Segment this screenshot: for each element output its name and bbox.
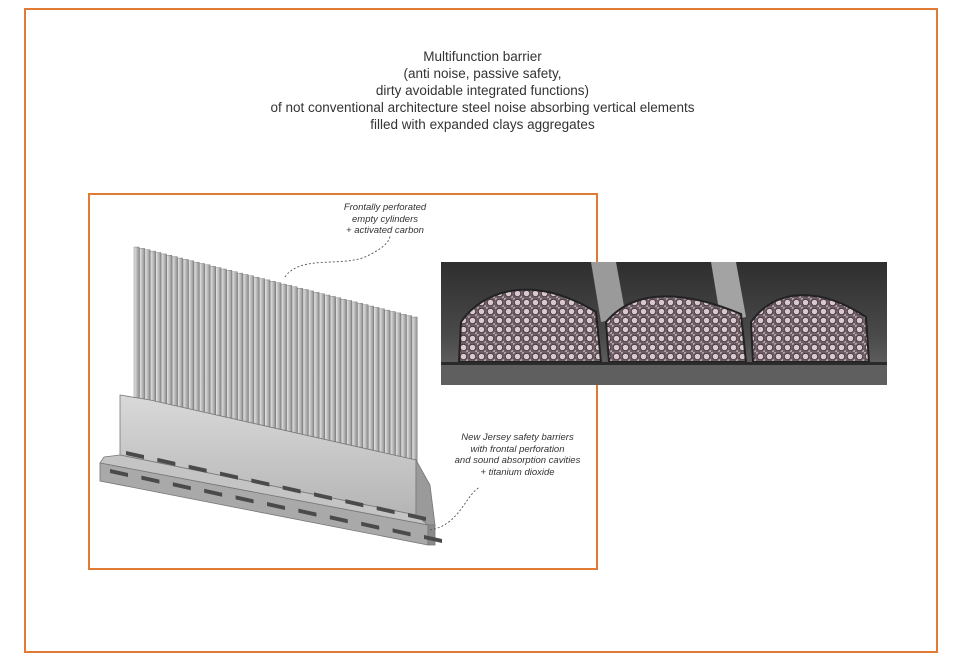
cylinder-tube	[357, 303, 363, 456]
cylinder-tube	[161, 253, 167, 412]
base-slot	[204, 488, 223, 497]
cylinder-tube	[324, 294, 331, 448]
title-line-2: (anti noise, passive safety,	[403, 66, 562, 81]
outer-frame	[24, 8, 938, 653]
base-slot	[188, 464, 207, 473]
cylinder-tube	[297, 287, 303, 442]
cylinder-tube	[204, 264, 211, 422]
cylinder-tube	[270, 281, 276, 436]
cylinder-tube	[384, 309, 391, 462]
cylinder-tube	[226, 270, 233, 426]
cylinder-tube	[275, 282, 282, 437]
base-slot	[424, 535, 442, 543]
cylinder-tube	[139, 248, 145, 407]
cylinder-tube	[242, 274, 249, 430]
cylinder-tube	[264, 279, 271, 435]
cross-section-photo	[441, 262, 887, 385]
cylinder-tube	[166, 255, 173, 413]
cylinder-tube	[395, 312, 402, 464]
base-slot	[329, 515, 348, 524]
cylinder-tube	[182, 259, 189, 417]
annotation-cylinders: Frontally perforated empty cylinders + a…	[325, 202, 445, 237]
cylinder-tube	[155, 252, 162, 411]
cylinder-tube	[286, 285, 293, 440]
cylinder-tube	[237, 272, 244, 429]
annotation-jersey-line: + titanium dioxide	[480, 466, 555, 478]
cylinder-tube	[373, 307, 380, 459]
base-slot	[408, 513, 426, 521]
cylinder-tube	[340, 298, 347, 452]
cylinder-panel	[133, 246, 418, 468]
title-line-4: of not conventional architecture steel n…	[270, 100, 695, 115]
cylinder-tube	[133, 246, 140, 406]
cylinder-tube	[144, 249, 151, 408]
base-slot	[126, 451, 144, 459]
base-slot	[345, 499, 364, 508]
base-slot	[220, 471, 238, 480]
cylinder-tube	[368, 305, 374, 458]
title-line-3: dirty avoidable integrated functions)	[375, 83, 590, 98]
cylinder-tube	[193, 261, 200, 419]
annotation-jersey-line: New Jersey safety barriers	[461, 432, 574, 443]
annotation-cylinders-line: empty cylinders	[352, 213, 418, 225]
base-slot	[282, 485, 301, 494]
annotation-cylinders-line: + activated carbon	[346, 225, 424, 236]
annotation-jersey-line: and sound absorption cavities	[454, 455, 581, 466]
annotation-jersey: New Jersey safety barriers with frontal …	[430, 432, 605, 478]
base-slot	[392, 528, 411, 537]
leader-line-cylinders	[284, 234, 391, 278]
barrier-illustration	[99, 234, 481, 546]
cylinder-tube	[253, 276, 260, 432]
cylinder-tube	[210, 265, 216, 423]
title-line-1: Multifunction barrier	[423, 49, 542, 64]
cylinder-tube	[400, 314, 407, 465]
cylinder-tube	[248, 275, 254, 431]
jersey-barrier-base	[99, 394, 442, 546]
cylinder-tube	[188, 260, 194, 418]
cylinder-tube	[319, 293, 325, 447]
base-slot	[172, 482, 191, 491]
leader-line-jersey	[429, 486, 481, 531]
cylinder-tube	[406, 315, 412, 466]
cylinder-tube	[291, 286, 298, 441]
cylinder-tube	[171, 256, 178, 414]
base-slot	[110, 469, 128, 477]
cylinder-tube	[411, 316, 418, 468]
cylinder-tube	[259, 278, 265, 434]
cylinder-tube	[346, 300, 353, 453]
base-slot	[157, 457, 176, 466]
cylinder-tube	[329, 296, 336, 449]
base-slot	[235, 495, 254, 504]
cylinder-tube	[220, 268, 227, 425]
cylinder-tube	[362, 304, 369, 457]
cylinder-tube	[215, 267, 222, 424]
cylinder-tube	[351, 301, 358, 454]
cylinder-tube	[313, 292, 320, 446]
base-slot	[141, 475, 160, 484]
cylinder-tube	[308, 290, 314, 445]
annotation-cylinders-line: Frontally perforated	[343, 202, 427, 213]
cylinder-tube	[150, 250, 156, 409]
cylinder-tube	[280, 283, 287, 439]
cylinder-tube	[302, 289, 309, 443]
annotation-jersey-line: with frontal perforation	[470, 443, 565, 455]
cylinder-tube	[379, 308, 385, 460]
base-slot	[298, 508, 317, 517]
cylinder-tube	[177, 257, 183, 415]
base-slot	[376, 506, 395, 515]
title-line-5: filled with expanded clays aggregates	[370, 117, 595, 132]
cylinder-tube	[390, 311, 396, 463]
diagram-title: Multifunction barrier (anti noise, passi…	[0, 48, 965, 133]
base-perforations	[110, 451, 442, 543]
base-slot	[361, 521, 380, 530]
cylinder-tube	[231, 271, 238, 428]
base-slot	[267, 502, 285, 510]
cylinder-tube	[335, 297, 342, 451]
base-slot	[251, 478, 270, 487]
base-slot	[314, 492, 332, 501]
cylinder-tube	[199, 263, 205, 420]
